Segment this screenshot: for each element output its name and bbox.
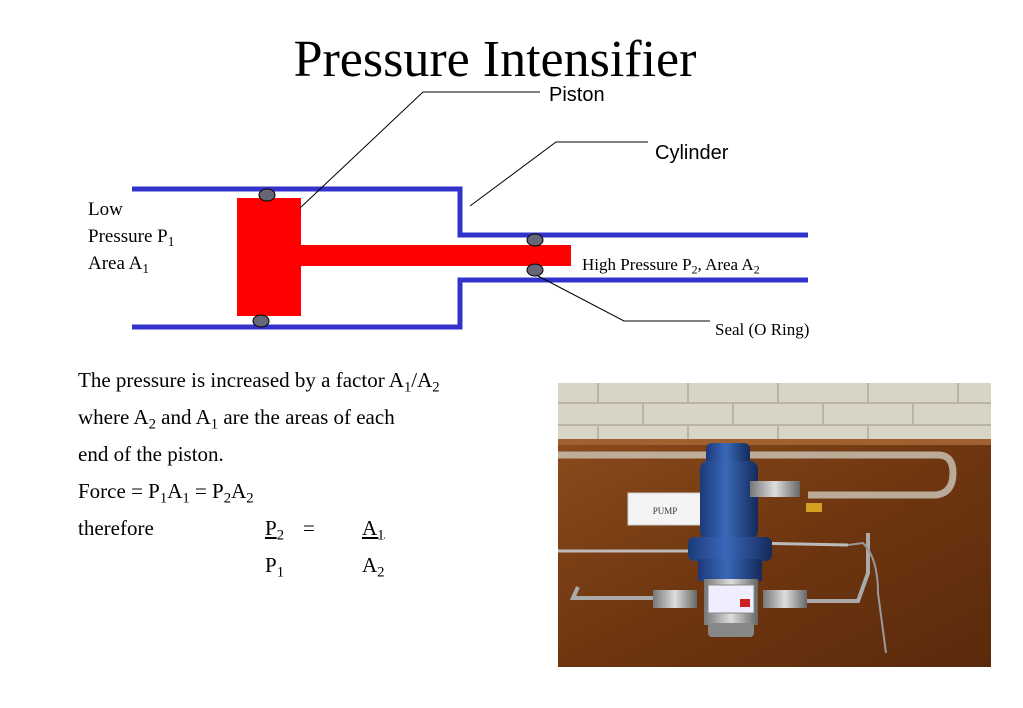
page-title: Pressure Intensifier [293,31,697,88]
seal-top-small [526,233,544,247]
cylinder-wall-top [132,186,808,238]
piston-label: Piston [549,84,605,106]
wooden-board [558,441,991,667]
low-pressure-label: Low Pressure P1 Area A1 [88,196,174,277]
sensor-cable [847,541,887,654]
seal-label: Seal (O Ring) [715,320,810,339]
piston-rod [301,245,571,266]
ratio-equation-bottom: P1 A2 [265,553,385,581]
pump-upper-body [700,461,758,539]
brick-wall [558,383,991,445]
clear-tubing [558,451,957,499]
ratio-equation-top: therefore P2 = A1 [78,516,385,544]
pump-flange [688,537,772,561]
force-equation: Force = P1A1 = P2A2 [78,479,254,507]
high-pressure-label: High Pressure P2, Area A2 [582,255,760,277]
steel-tube-lower [569,586,668,600]
pump-photo: PUMP [558,383,991,667]
pump-sign-text: PUMP [653,506,678,516]
explanation-text: The pressure is increased by a factor A1… [78,362,440,584]
valve-handle [806,503,822,512]
low-label-line1: Low [88,199,123,220]
text-line-1: The pressure is increased by a factor A1… [78,368,440,396]
cylinder-wall-bottom [132,277,808,330]
text-line-2: where A2 and A1 are the areas of each [78,405,395,433]
seal-top-large [258,188,276,202]
cylinder-leader [469,141,648,207]
piston-head [237,198,301,316]
fitting-right [763,590,807,608]
pump-sign [627,492,704,526]
pump-side-valve [750,481,800,497]
pump-top-cap [706,443,750,465]
cylinder-label: Cylinder [655,142,729,164]
low-label-line3: Area A1 [88,253,149,276]
pump-bottom-cap [708,623,754,637]
fitting-left [653,590,697,608]
pump-lower-body [698,559,762,581]
seal-bottom-large [252,314,270,328]
steel-tube-right [798,533,870,603]
seal-bottom-small [526,263,544,277]
text-line-3: end of the piston. [78,442,224,466]
low-label-line2: Pressure P1 [88,226,175,249]
seal-leader [537,275,710,322]
piston-leader [299,91,540,209]
